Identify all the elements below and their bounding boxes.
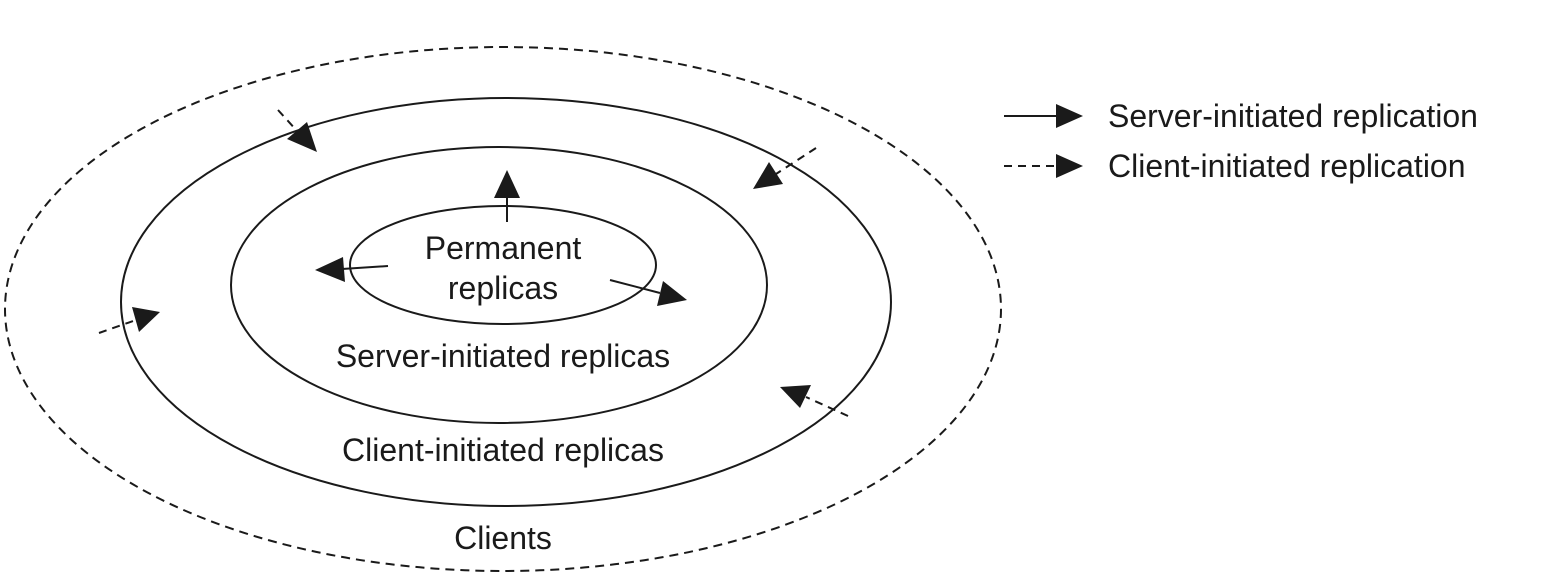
server-initiated-arrow-up [494,170,520,222]
clients-label: Clients [454,520,552,556]
legend-dashed-arrow-icon [1004,154,1083,178]
legend-server-initiated-label: Server-initiated replication [1108,98,1478,134]
client-initiated-replicas-ring [120,97,892,507]
client-initiated-arrow-left [98,307,160,334]
client-initiated-arrow-bottom-right [780,385,849,417]
server-initiated-replicas-ring [230,146,768,424]
server-initiated-arrow-left [315,257,389,282]
client-initiated-arrow-top-left [277,109,317,152]
clients-ring [4,46,1002,572]
server-initiated-arrow-right [609,279,687,306]
client-initiated-replicas-label: Client-initiated replicas [342,432,664,468]
server-initiated-replicas-label: Server-initiated replicas [336,338,670,374]
permanent-replicas-label-line2: replicas [448,270,558,306]
permanent-replicas-label-line1: Permanent [425,230,582,266]
legend-client-initiated-label: Client-initiated replication [1108,148,1466,184]
client-initiated-arrow-top-right [753,147,817,189]
legend: Server-initiated replication Client-init… [1004,98,1478,184]
legend-solid-arrow-icon [1004,104,1083,128]
permanent-replicas-ring [349,205,657,325]
